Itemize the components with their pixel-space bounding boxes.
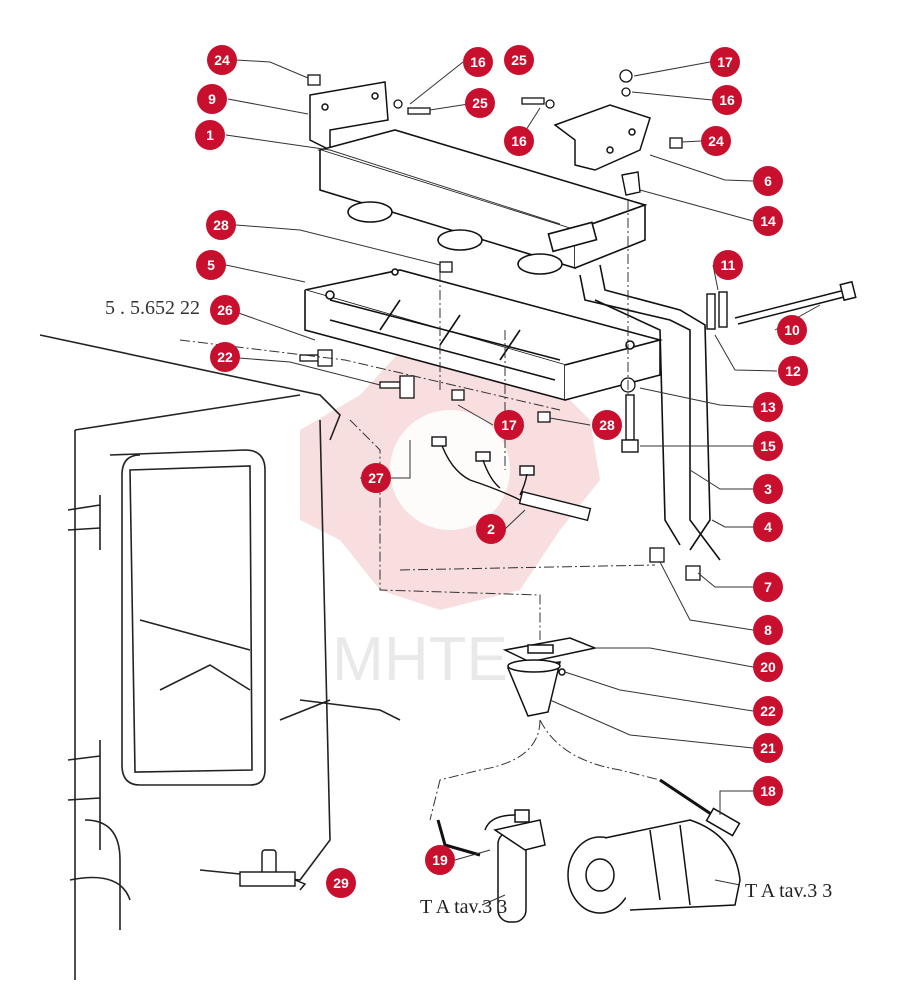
svg-text:29: 29 (333, 875, 349, 891)
callout: 15 (753, 431, 783, 461)
callout: 6 (753, 166, 783, 196)
rod-10 (734, 280, 857, 325)
svg-text:17: 17 (717, 54, 733, 70)
bottom-reference-2: T A tav.3 3 (745, 880, 832, 902)
callout: 1 (195, 120, 225, 150)
callout: 9 (197, 84, 227, 114)
bottom-reference-1: T A tav.3 3 (420, 896, 507, 918)
callout: 24 (701, 126, 731, 156)
svg-text:28: 28 (599, 417, 615, 433)
callout: 5 (196, 250, 226, 280)
svg-text:26: 26 (217, 302, 233, 318)
svg-text:8: 8 (764, 622, 772, 638)
svg-text:7: 7 (764, 579, 772, 595)
callouts: 24 16 25 9 25 16 17 16 24 1 6 14 28 11 5… (195, 45, 808, 898)
svg-text:16: 16 (719, 92, 735, 108)
svg-text:24: 24 (708, 133, 724, 149)
hardware (299, 69, 701, 581)
cab-outline (39, 334, 401, 980)
callout: 21 (753, 733, 783, 763)
callout: 10 (777, 315, 807, 345)
callout: 28 (206, 210, 236, 240)
callout: 16 (504, 126, 534, 156)
harness-2 (431, 436, 592, 522)
evaporator-housing (317, 129, 648, 275)
svg-text:19: 19 (432, 852, 448, 868)
callout: 25 (504, 45, 534, 75)
bracket-6 (553, 104, 651, 171)
svg-text:3: 3 (764, 481, 772, 497)
svg-text:2: 2 (487, 521, 495, 537)
svg-text:27: 27 (368, 470, 384, 486)
callout: 16 (712, 85, 742, 115)
callout: 17 (494, 410, 524, 440)
svg-text:16: 16 (511, 133, 527, 149)
callout: 29 (326, 868, 356, 898)
callout: 4 (753, 512, 783, 542)
callout: 11 (713, 250, 743, 280)
svg-text:4: 4 (764, 519, 772, 535)
svg-text:16: 16 (470, 54, 486, 70)
svg-text:13: 13 (760, 399, 776, 415)
svg-text:5: 5 (207, 257, 215, 273)
callout: 12 (778, 356, 808, 386)
svg-text:12: 12 (785, 363, 801, 379)
svg-text:18: 18 (760, 783, 776, 799)
callout: 18 (753, 776, 783, 806)
callout: 14 (753, 206, 783, 236)
svg-text:10: 10 (784, 322, 800, 338)
left-reference: 5 . 5.652 22 (105, 297, 200, 319)
callout: 16 (463, 47, 493, 77)
svg-text:6: 6 (764, 173, 772, 189)
svg-text:25: 25 (472, 95, 488, 111)
svg-text:17: 17 (501, 417, 517, 433)
svg-text:20: 20 (760, 659, 776, 675)
part-29 (239, 849, 307, 891)
clips-11 (706, 291, 728, 330)
callout: 19 (425, 845, 455, 875)
callout: 27 (361, 463, 391, 493)
callout: 20 (753, 652, 783, 682)
callout: 17 (710, 47, 740, 77)
svg-text:22: 22 (760, 703, 776, 719)
svg-text:22: 22 (217, 349, 233, 365)
bracket-9 (309, 81, 389, 152)
callout: 24 (207, 45, 237, 75)
svg-text:21: 21 (760, 740, 776, 756)
svg-text:28: 28 (213, 217, 229, 233)
callout: 2 (476, 514, 506, 544)
callout: 28 (592, 410, 622, 440)
svg-text:9: 9 (208, 91, 216, 107)
callout: 3 (753, 474, 783, 504)
svg-text:1: 1 (206, 127, 214, 143)
callout: 26 (210, 295, 240, 325)
callout: 13 (753, 392, 783, 422)
frame-5 (304, 268, 664, 402)
svg-text:24: 24 (214, 52, 230, 68)
filter-parts (502, 637, 598, 717)
svg-text:11: 11 (721, 257, 736, 273)
svg-text:14: 14 (760, 213, 776, 229)
receiver-dryer (436, 809, 546, 923)
svg-text:25: 25 (511, 52, 527, 68)
watermark-text: МНТЕ (332, 625, 508, 694)
callout: 25 (465, 88, 495, 118)
compressor (567, 778, 741, 914)
bolt-15 (621, 171, 641, 453)
callout: 7 (753, 572, 783, 602)
callout: 22 (753, 696, 783, 726)
callout: 8 (753, 615, 783, 645)
callout: 22 (210, 342, 240, 372)
svg-text:15: 15 (760, 438, 776, 454)
